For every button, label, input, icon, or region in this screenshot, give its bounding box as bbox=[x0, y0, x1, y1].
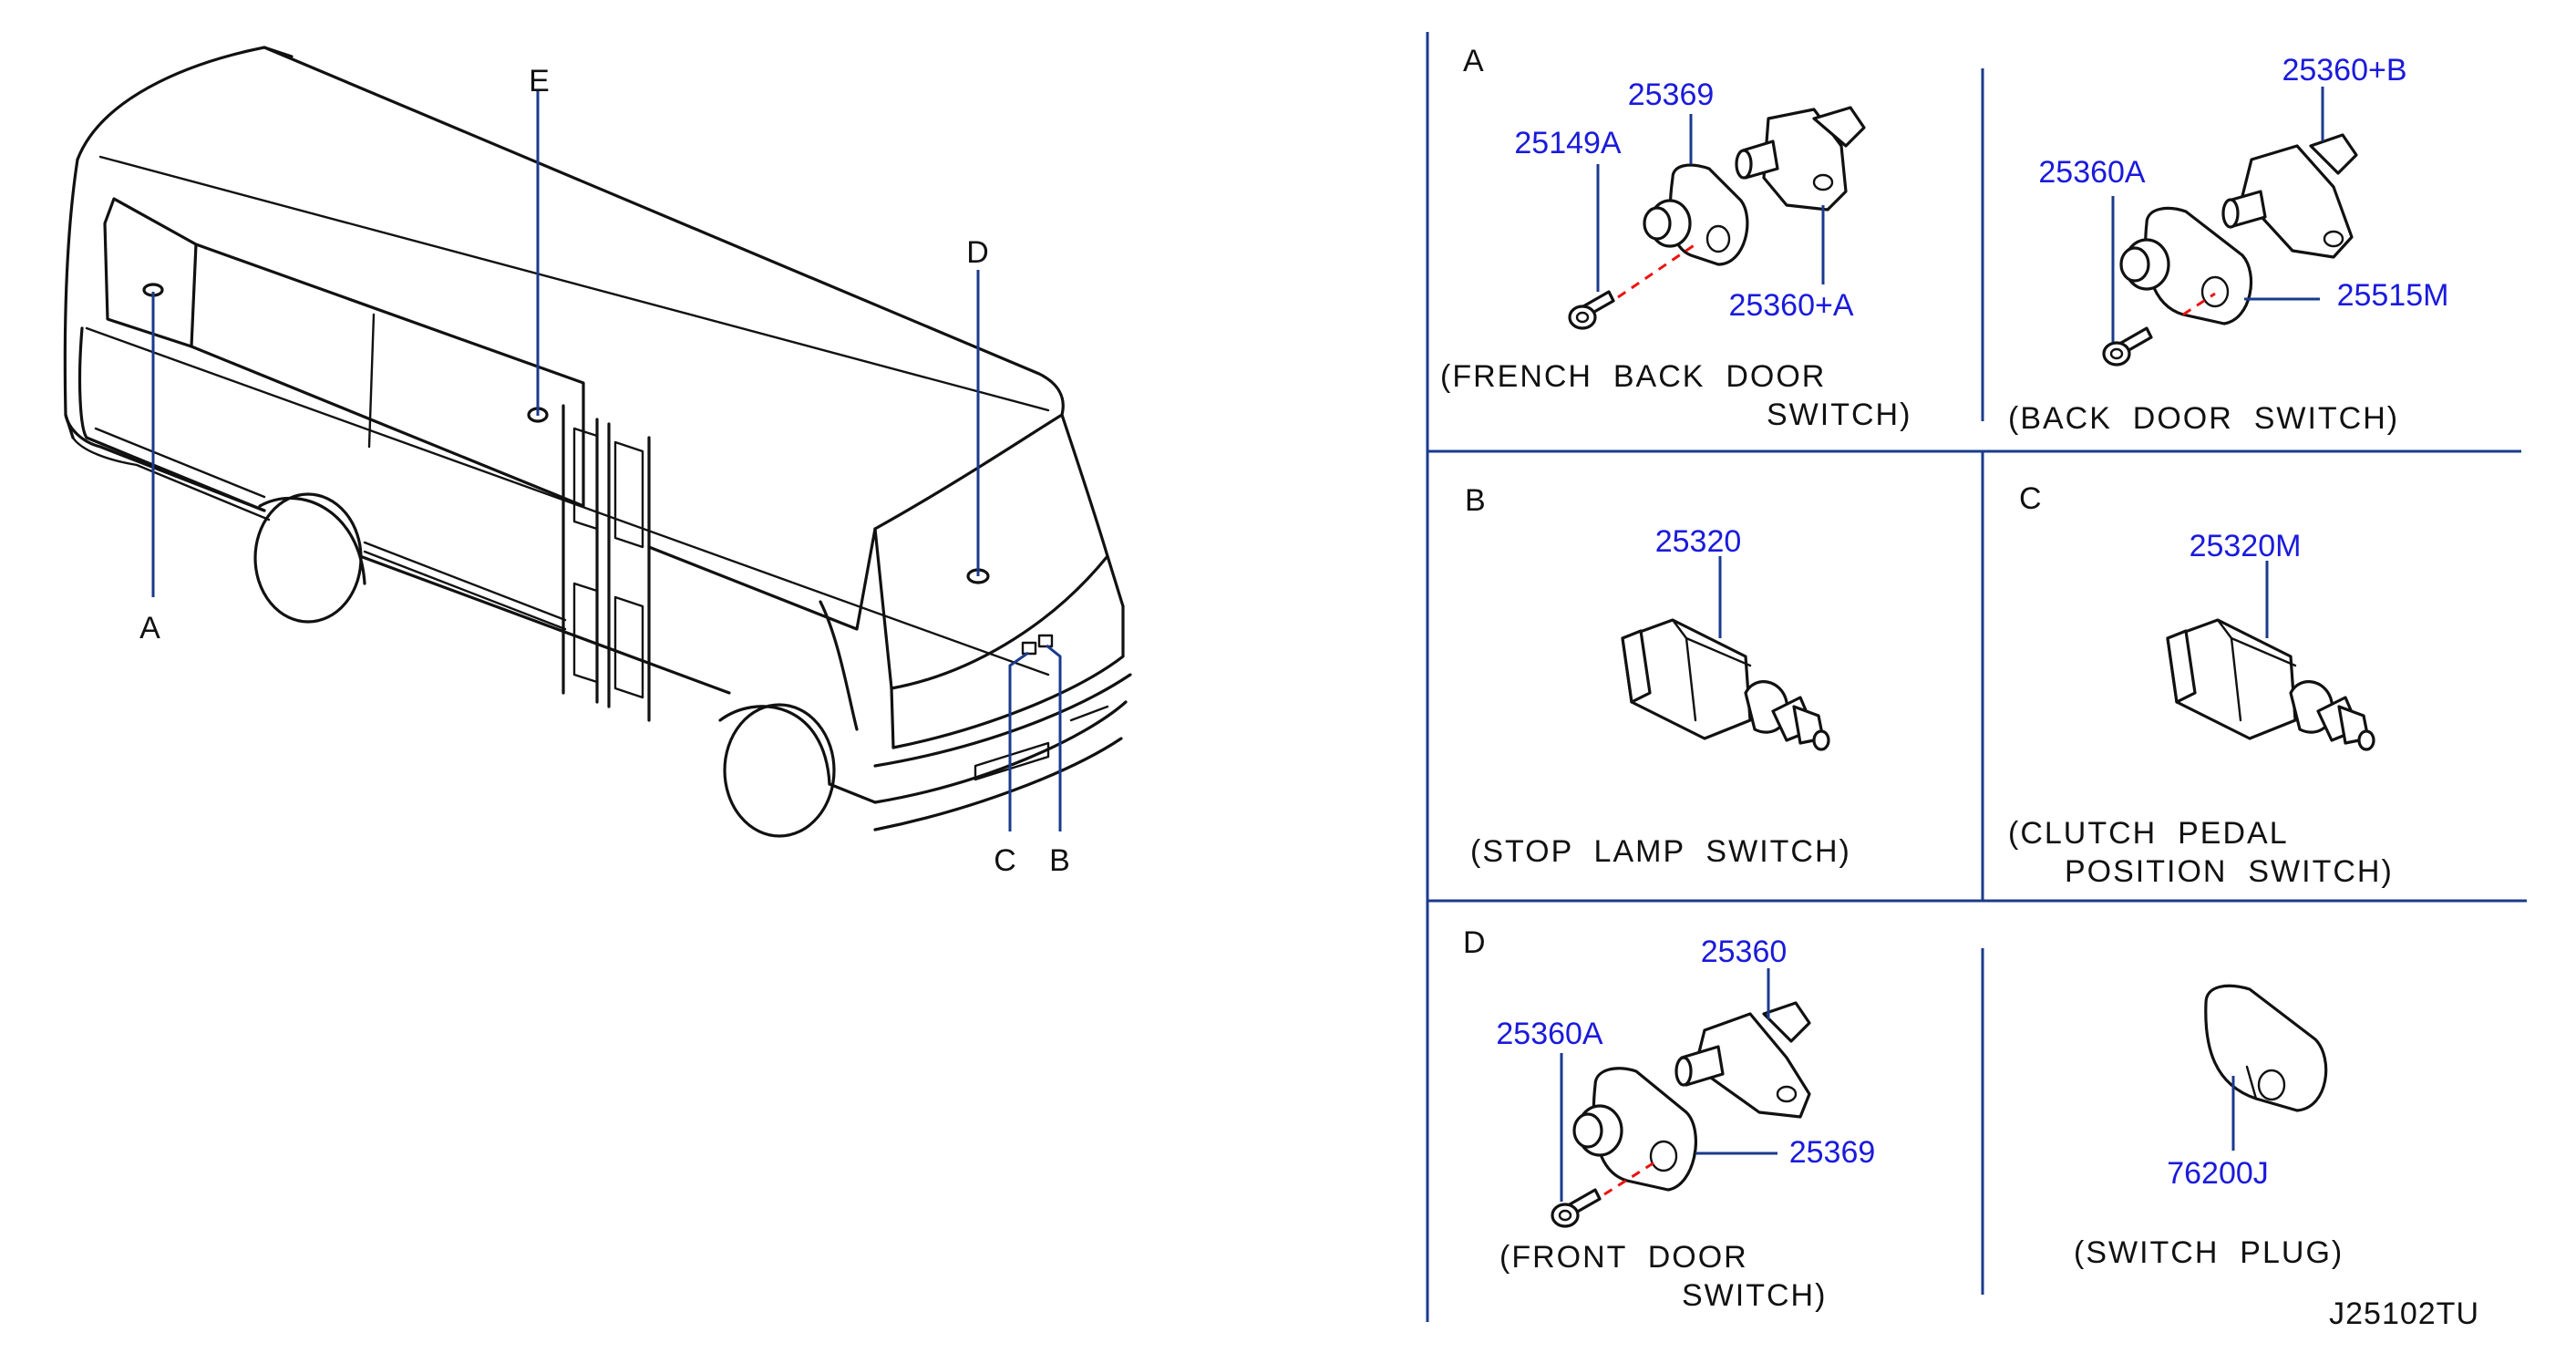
clutch-switch-drawing bbox=[2166, 618, 2375, 751]
panel-c-title-line1: (CLUTCH PEDAL bbox=[2008, 816, 2289, 851]
panel-c-letter: C bbox=[2019, 481, 2043, 516]
part-number-25360b-plus[interactable]: 25360+B bbox=[2282, 53, 2406, 88]
panel-a-title-line2: SWITCH) bbox=[1767, 398, 1911, 432]
panel-b: B 25320 (STOP LAMP SWITCH) bbox=[1465, 483, 1851, 869]
front-door-bolt-drawing bbox=[1551, 1188, 1602, 1228]
panel-a: A 25149A 25369 25360+A (FRENCH BAC bbox=[1440, 44, 1911, 432]
panel-d-title-line2: SWITCH) bbox=[1682, 1278, 1827, 1313]
back-door-bolt-drawing bbox=[2102, 326, 2153, 367]
panel-c-title-line2: POSITION SWITCH) bbox=[2065, 854, 2394, 889]
bolt-drawing bbox=[1568, 290, 1615, 330]
door-switch-drawing bbox=[1735, 106, 1866, 212]
callout-e: E bbox=[529, 64, 551, 98]
callout-b: B bbox=[1049, 843, 1071, 878]
panel-a-letter: A bbox=[1463, 44, 1485, 78]
rubber-plug-drawing bbox=[1643, 163, 1749, 266]
panel-d-title-line1: (FRONT DOOR bbox=[1499, 1240, 1748, 1275]
leader-b bbox=[1046, 644, 1062, 831]
part-number-25360a-plus[interactable]: 25360+A bbox=[1728, 288, 1853, 323]
panel-b-letter: B bbox=[1465, 483, 1487, 518]
part-number-25320[interactable]: 25320 bbox=[1655, 524, 1742, 559]
part-number-25360a[interactable]: 25360A bbox=[2038, 155, 2146, 190]
part-number-25515m[interactable]: 25515M bbox=[2337, 278, 2449, 313]
part-number-25149a[interactable]: 25149A bbox=[1514, 126, 1622, 160]
panel-d: D 25360 25360A 25369 (FRONT DOOR SWITCH) bbox=[1463, 925, 1875, 1313]
panel-a-title-line1: (FRENCH BACK DOOR bbox=[1440, 359, 1826, 394]
callout-a: A bbox=[139, 611, 161, 646]
part-number-25369[interactable]: 25369 bbox=[1628, 77, 1715, 112]
panel-d-letter: D bbox=[1463, 925, 1487, 960]
part-number-76200j[interactable]: 76200J bbox=[2167, 1156, 2269, 1191]
front-door-switch-drawing bbox=[1674, 1001, 1811, 1119]
part-number-25360[interactable]: 25360 bbox=[1701, 935, 1788, 969]
callout-c: C bbox=[994, 843, 1017, 878]
panel-switch-plug: 76200J (SWITCH PLUG) bbox=[2074, 984, 2344, 1270]
callout-d: D bbox=[966, 235, 990, 270]
panel-b-title: (STOP LAMP SWITCH) bbox=[1470, 834, 1851, 869]
part-number-25320m[interactable]: 25320M bbox=[2190, 529, 2302, 563]
part-number-25360a-front[interactable]: 25360A bbox=[1496, 1017, 1603, 1051]
panel-back-door: 25360+B 25360A 25515M (BACK DOOR SWITCH) bbox=[2008, 53, 2448, 436]
switch-plug-drawing bbox=[2204, 984, 2328, 1112]
stop-lamp-switch-drawing bbox=[1621, 618, 1830, 751]
back-door-switch-drawing bbox=[2221, 133, 2358, 259]
panel-back-door-title: (BACK DOOR SWITCH) bbox=[2008, 401, 2399, 436]
panel-switch-plug-title: (SWITCH PLUG) bbox=[2074, 1235, 2344, 1270]
panel-grid bbox=[1426, 32, 2527, 1322]
part-number-25369-front[interactable]: 25369 bbox=[1789, 1135, 1876, 1170]
diagram-code: J25102TU bbox=[2329, 1296, 2479, 1331]
minibus-drawing bbox=[63, 46, 1132, 838]
front-door-plug-drawing bbox=[1572, 1067, 1697, 1192]
back-door-plug-drawing bbox=[2119, 206, 2253, 325]
panel-c: C 25320M (CLUTCH PEDAL POSITION SWITCH) bbox=[2008, 481, 2394, 889]
leader-c bbox=[1008, 651, 1029, 831]
